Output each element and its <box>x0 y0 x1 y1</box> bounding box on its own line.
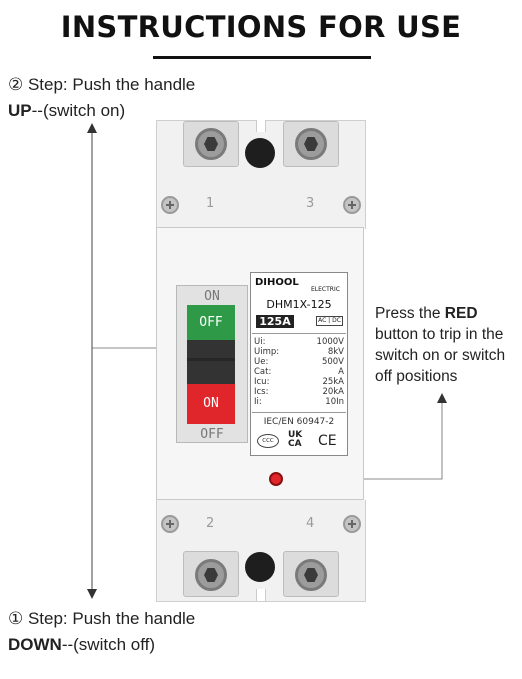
spec-row: Ui:1000V <box>254 337 344 347</box>
nameplate-divider <box>252 333 346 334</box>
red-button-note: Press the RED button to trip in the swit… <box>375 303 520 387</box>
rating-badge: 125A <box>256 315 294 328</box>
breaker-top-notch <box>256 120 266 132</box>
spec-row: Ue:500V <box>254 357 344 367</box>
spec-row: Uimp:8kV <box>254 347 344 357</box>
brand-name: DIHOOL <box>255 277 299 288</box>
step-down-rest: --(switch off) <box>61 635 156 654</box>
red-note-strong: RED <box>444 305 478 322</box>
nameplate-divider <box>252 412 346 413</box>
spec-list: Ui:1000V Uimp:8kV Ue:500V Cat:A Icu:25kA… <box>254 337 344 407</box>
handle-green-button[interactable]: OFF <box>187 305 235 340</box>
red-note-pre: Press the <box>375 305 445 322</box>
test-hole <box>245 138 275 168</box>
arrow-up-icon <box>87 123 97 133</box>
ce-mark-icon: CE <box>318 433 337 449</box>
spec-row: Ii:10In <box>254 397 344 407</box>
title-underline <box>153 56 371 59</box>
step-down-text: ① Step: Push the handle DOWN--(switch of… <box>8 609 195 655</box>
handle-label-off: OFF <box>200 427 224 442</box>
test-hole <box>245 552 275 582</box>
nameplate <box>250 272 348 456</box>
spec-row: Cat:A <box>254 367 344 377</box>
arrow-up-to-note-icon <box>437 393 447 403</box>
model-number: DHM1X-125 <box>266 298 332 311</box>
ccc-mark-icon: CCC <box>257 434 279 448</box>
hex-icon <box>204 568 218 582</box>
handle-lever-divider <box>187 358 235 361</box>
terminal-number-4: 4 <box>306 516 315 531</box>
spec-row: Ics:20kA <box>254 387 344 397</box>
hex-icon <box>204 137 218 151</box>
handle-red-button[interactable]: ON <box>187 384 235 424</box>
hex-icon <box>304 568 318 582</box>
step-down-line1: ① Step: Push the handle <box>8 609 196 628</box>
side-screw-icon <box>161 196 179 214</box>
terminal-number-1: 1 <box>206 196 215 211</box>
side-screw-icon <box>161 515 179 533</box>
handle-lever[interactable] <box>187 340 235 384</box>
step-up-strong: UP <box>8 101 32 120</box>
breaker-bottom-notch <box>256 589 266 601</box>
acdc-badge: AC | DC <box>316 316 343 326</box>
side-screw-icon <box>343 196 361 214</box>
step-down-strong: DOWN <box>8 635 62 654</box>
standard-text: IEC/EN 60947-2 <box>263 417 335 427</box>
side-screw-icon <box>343 515 361 533</box>
ukca-mark-icon: UK CA <box>288 430 303 449</box>
brand-subtitle: ELECTRIC <box>311 286 340 293</box>
red-note-post: button to trip in the switch on or switc… <box>375 326 506 385</box>
hex-icon <box>304 137 318 151</box>
step-up-rest: --(switch on) <box>31 101 126 120</box>
page-title: INSTRUCTIONS FOR USE <box>60 10 462 44</box>
terminal-number-2: 2 <box>206 516 215 531</box>
red-trip-button[interactable] <box>269 472 283 486</box>
handle-label-on: ON <box>204 289 220 304</box>
step-up-line1: ② Step: Push the handle <box>8 75 196 94</box>
step-up-text: ② Step: Push the handle UP--(switch on) <box>8 75 195 121</box>
arrow-down-icon <box>87 589 97 599</box>
spec-row: Icu:25kA <box>254 377 344 387</box>
terminal-number-3: 3 <box>306 196 315 211</box>
